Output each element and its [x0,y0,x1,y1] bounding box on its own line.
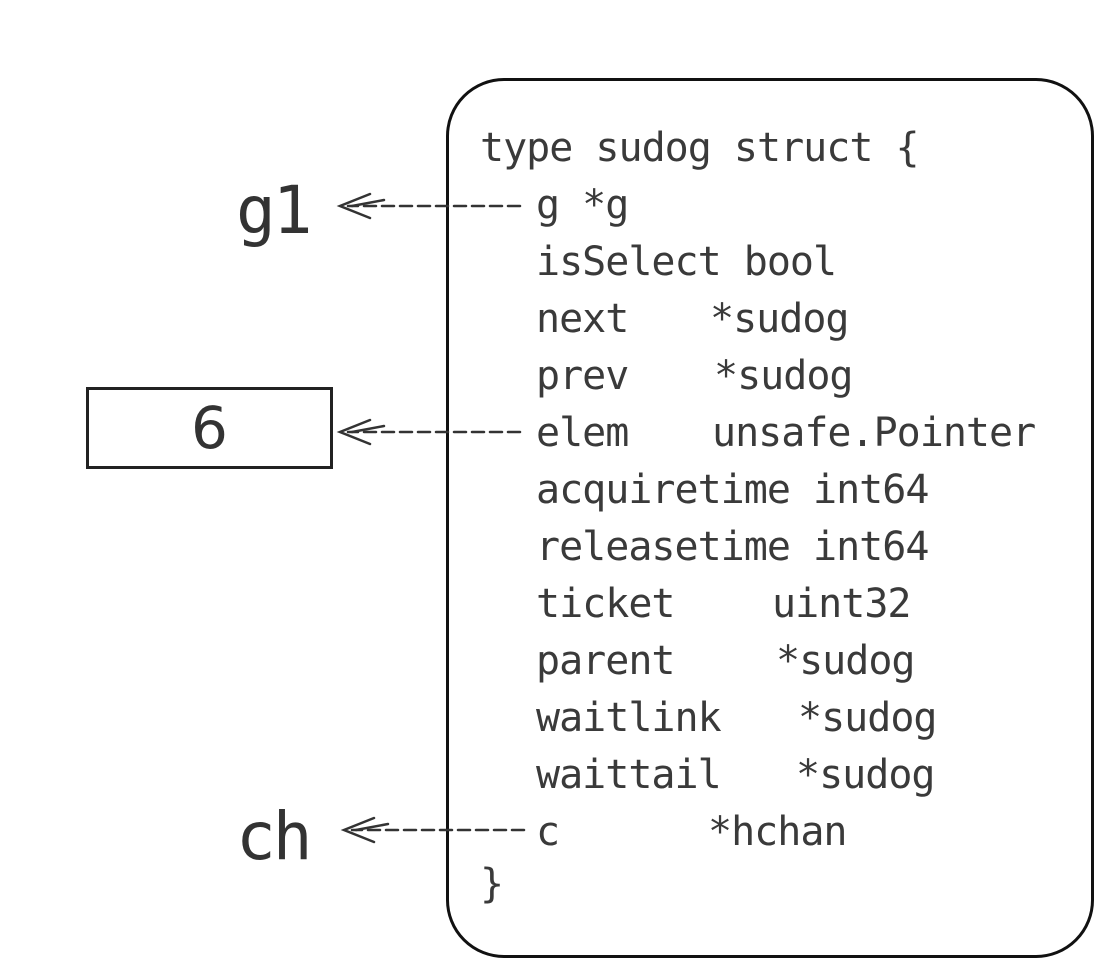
field-next-type: *sudog [710,296,849,342]
field-g: g *g [536,182,629,228]
field-next-name: next [536,296,629,342]
field-elem-name: elem [536,410,629,456]
field-waitlink-name: waitlink [536,695,722,741]
field-parent-name: parent [536,638,675,684]
field-c-name: c [536,809,560,855]
field-waittail-type: *sudog [796,752,935,798]
sudog-struct-box [446,78,1094,958]
field-parent-type: *sudog [776,638,915,684]
field-ticket-name: ticket [536,581,675,627]
elem-value-box: 6 [86,387,333,469]
c-target-label: ch [236,798,313,875]
elem-value: 6 [191,394,228,462]
field-isselect: isSelect bool [536,239,837,285]
arrow-elem-to-value [336,418,522,446]
field-prev-name: prev [536,353,629,399]
field-waittail-name: waittail [536,752,722,798]
field-waitlink-type: *sudog [798,695,937,741]
field-releasetime: releasetime int64 [536,524,929,570]
field-c-type: *hchan [708,809,847,855]
field-prev-type: *sudog [714,353,853,399]
field-acquiretime: acquiretime int64 [536,467,929,513]
struct-header: type sudog struct { [480,125,920,171]
arrow-c-to-ch [340,816,526,844]
arrow-g-to-g1 [336,192,522,220]
g-target-label: g1 [236,172,313,249]
struct-closing-brace: } [480,861,504,907]
field-ticket-type: uint32 [772,581,911,627]
field-elem-type: unsafe.Pointer [712,410,1036,456]
